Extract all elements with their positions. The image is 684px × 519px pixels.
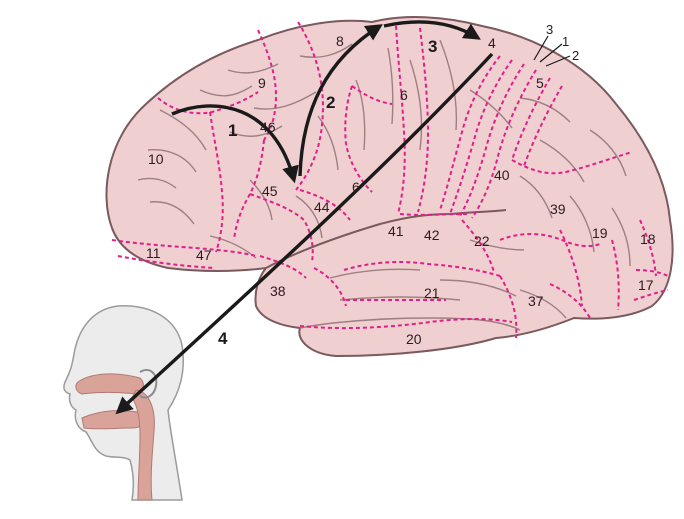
brain-illustration — [105, 16, 674, 358]
area-label-3: 3 — [546, 22, 553, 37]
step-label-4: 4 — [218, 329, 228, 348]
brodmann-area-labels: 8 9 6 4 3 1 2 5 46 10 45 44 6 40 39 19 1… — [146, 22, 656, 347]
area-label-11: 11 — [146, 245, 161, 261]
area-label-37: 37 — [528, 293, 544, 309]
area-label-41: 41 — [388, 223, 404, 239]
area-label-40: 40 — [494, 167, 510, 183]
arrow-4-motor-cortex-to-vocal-tract — [115, 52, 494, 415]
area-label-18: 18 — [640, 231, 656, 247]
leader-lines — [533, 35, 571, 67]
step-label-1: 1 — [228, 121, 237, 140]
area-label-8: 8 — [336, 33, 344, 49]
area-label-20: 20 — [406, 331, 422, 347]
head-outline — [63, 305, 184, 501]
ear — [139, 368, 158, 399]
area-label-38: 38 — [270, 283, 286, 299]
area-label-42: 42 — [424, 227, 440, 243]
area-label-6: 6 — [400, 87, 408, 103]
area-label-2: 2 — [572, 48, 579, 63]
arrow-2-area45-to-8 — [298, 24, 383, 177]
arrow-1-area10-to-45 — [171, 104, 299, 184]
area-label-46: 46 — [260, 119, 276, 135]
gyri-lines — [137, 39, 631, 319]
step-label-2: 2 — [326, 93, 335, 112]
area-label-21: 21 — [424, 285, 440, 301]
step-label-3: 3 — [428, 37, 437, 56]
area-label-1: 1 — [562, 34, 569, 49]
area-label-47: 47 — [196, 247, 212, 263]
area-label-17: 17 — [638, 277, 654, 293]
area-label-5: 5 — [536, 75, 544, 91]
area-label-10: 10 — [148, 151, 164, 167]
area-label-44: 44 — [314, 199, 330, 215]
area-label-4: 4 — [488, 35, 496, 51]
area-label-9: 9 — [258, 75, 266, 91]
sylvian-fissure — [265, 209, 507, 269]
brain-outline — [105, 16, 674, 358]
pharynx-larynx — [131, 389, 155, 501]
area-label-19: 19 — [592, 225, 608, 241]
area-label-45: 45 — [262, 183, 278, 199]
area-label-6-lower: 6 — [352, 179, 360, 195]
pathway-arrows — [115, 20, 494, 415]
pathway-step-labels: 1 2 3 4 — [218, 37, 437, 348]
temporal-lobe-inferior-edge — [299, 317, 521, 331]
arrow-3-area8-to-4 — [383, 20, 481, 40]
head-illustration — [63, 305, 184, 501]
area-label-22: 22 — [474, 233, 490, 249]
area-label-39: 39 — [550, 201, 566, 217]
brodmann-area-borders — [111, 21, 669, 339]
